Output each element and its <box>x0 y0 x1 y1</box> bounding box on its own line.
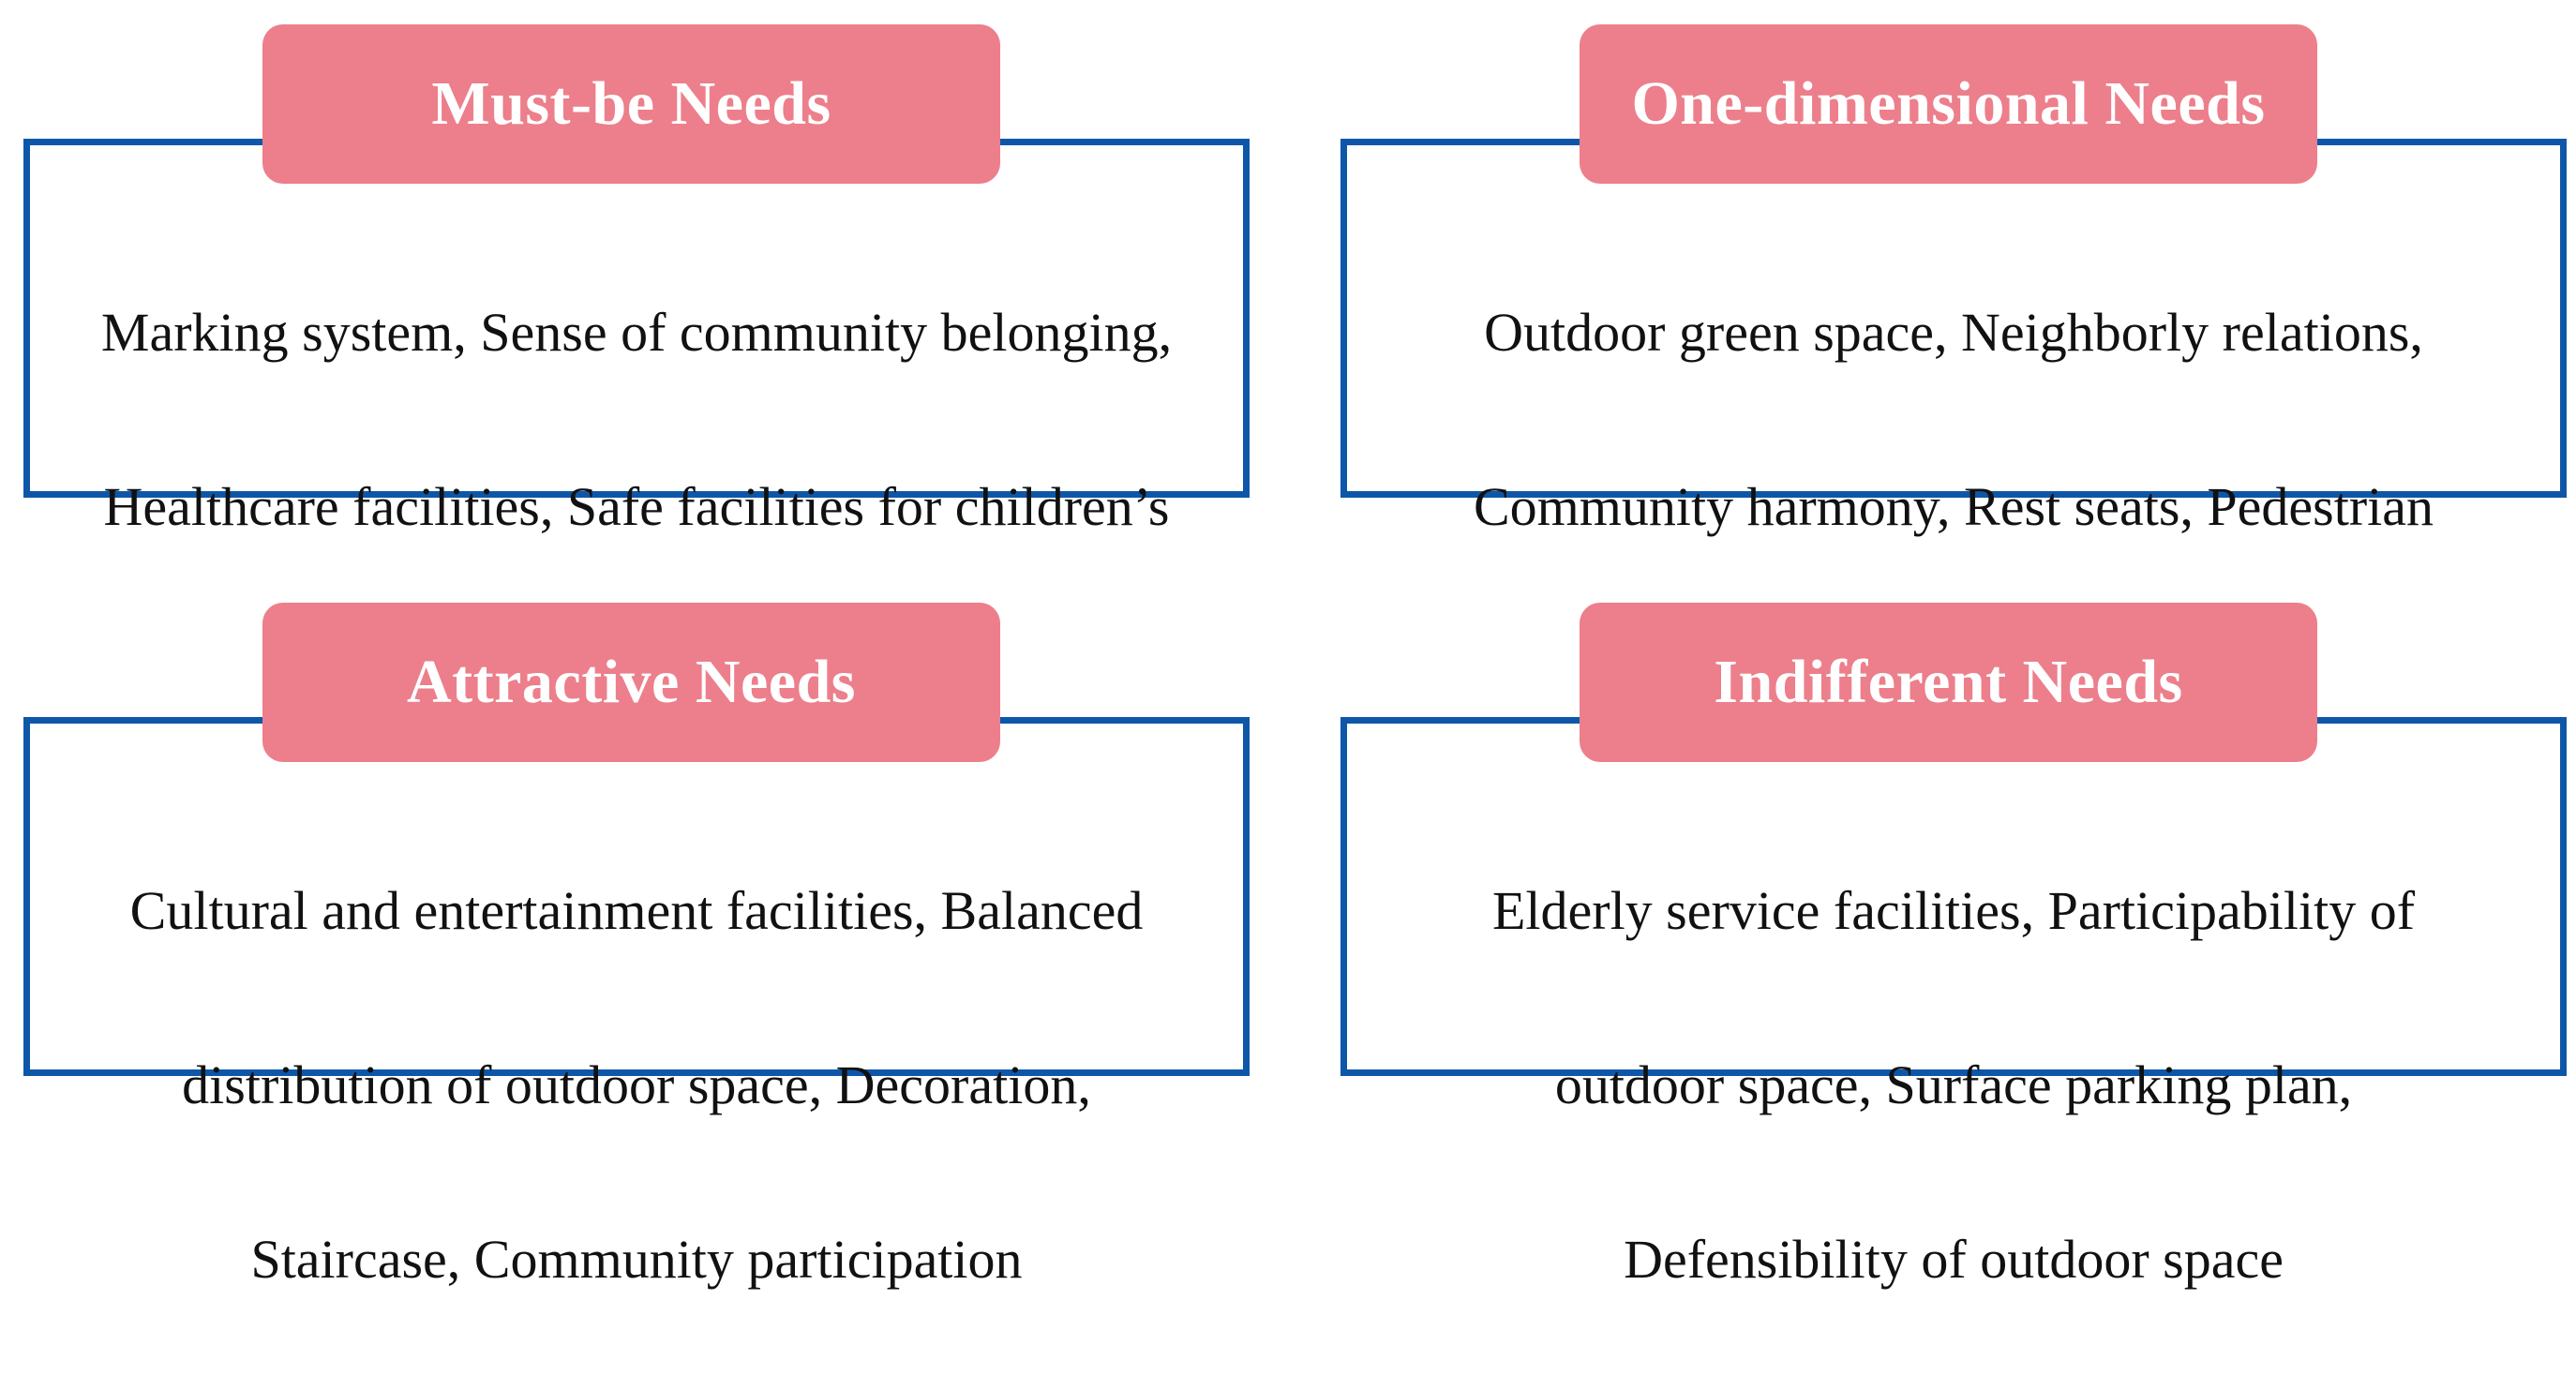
must-be-needs-text: Marking system, Sense of community belon… <box>49 202 1224 812</box>
one-dimensional-needs-line-1: Outdoor green space, Neighborly relation… <box>1484 302 2423 363</box>
must-be-needs-title: Must-be Needs <box>262 24 1000 184</box>
one-dimensional-needs-title: One-dimensional Needs <box>1580 24 2317 184</box>
indifferent-needs-line-3: Defensibility of outdoor space <box>1624 1229 2284 1290</box>
attractive-needs-title: Attractive Needs <box>262 603 1000 762</box>
indifferent-needs-line-1: Elderly service facilities, Participabil… <box>1491 880 2416 941</box>
attractive-needs-line-2: distribution of outdoor space, Decoratio… <box>182 1054 1091 1115</box>
indifferent-needs-title: Indifferent Needs <box>1580 603 2317 762</box>
attractive-needs-text: Cultural and entertainment facilities, B… <box>49 780 1224 1390</box>
attractive-needs-box: Cultural and entertainment facilities, B… <box>23 717 1250 1290</box>
one-dimensional-needs-line-2: Community harmony, Rest seats, Pedestria… <box>1473 476 2434 537</box>
must-be-needs-line-1: Marking system, Sense of community belon… <box>100 302 1173 363</box>
indifferent-needs-box: Elderly service facilities, Participabil… <box>1340 717 2567 1290</box>
indifferent-needs-text: Elderly service facilities, Participabil… <box>1366 780 2541 1390</box>
attractive-needs-line-3: Staircase, Community participation <box>250 1229 1023 1290</box>
one-dimensional-needs-box: Outdoor green space, Neighborly relation… <box>1340 139 2567 711</box>
indifferent-needs-line-2: outdoor space, Surface parking plan, <box>1554 1054 2353 1115</box>
attractive-needs-line-1: Cultural and entertainment facilities, B… <box>129 880 1144 941</box>
must-be-needs-line-2: Healthcare facilities, Safe facilities f… <box>103 476 1170 537</box>
must-be-needs-box: Marking system, Sense of community belon… <box>23 139 1250 711</box>
